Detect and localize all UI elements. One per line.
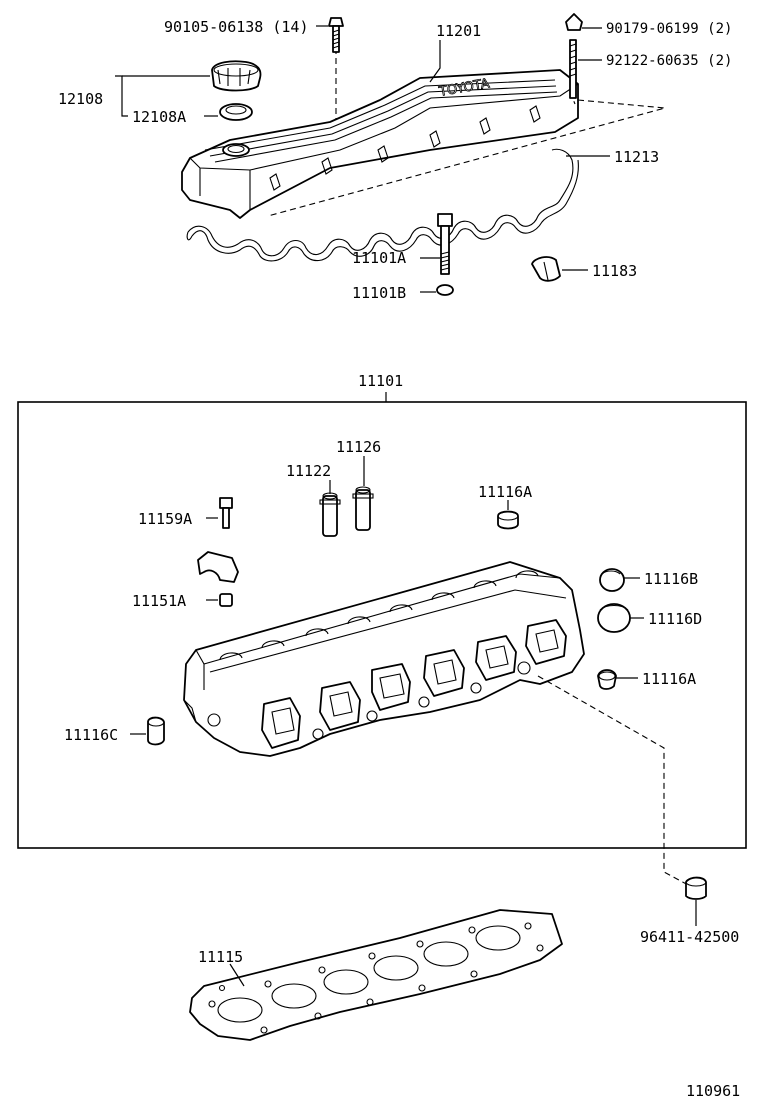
valve-cover (181, 69, 579, 219)
cam-cap-bolt (219, 497, 233, 529)
plug-96411 (685, 876, 707, 900)
label-11183: 11183 (592, 262, 637, 280)
plug-11116B (599, 568, 625, 592)
valve-guide-exhaust (352, 486, 374, 531)
label-92122: 92122-60635 (2) (606, 53, 732, 69)
label-12108A: 12108A (132, 108, 186, 126)
label-11116A-top: 11116A (478, 483, 532, 501)
label-90105: 90105-06138 (14) (164, 18, 309, 36)
cylinder-head-box (17, 401, 747, 849)
label-90179: 90179-06199 (2) (606, 21, 732, 37)
head-gasket (189, 909, 563, 1041)
label-11159A: 11159A (138, 510, 192, 528)
valve-cover-group: TOYOTA (181, 13, 666, 296)
label-11122: 11122 (286, 462, 331, 480)
label-12108: 12108 (58, 90, 103, 108)
plug-11116A-right (597, 669, 617, 690)
oil-filler-cap (211, 60, 262, 92)
cam-bearing-cap (197, 551, 239, 583)
cover-gasket (187, 148, 574, 257)
plug-11116D (597, 603, 631, 633)
label-11101B: 11101B (352, 284, 406, 302)
head-bolt-washer (436, 284, 454, 296)
label-96411: 96411-42500 (640, 928, 739, 946)
label-11116D: 11116D (648, 610, 702, 628)
cylinder-head (183, 561, 585, 757)
label-11115: 11115 (198, 948, 243, 966)
filler-cap-gasket (219, 103, 253, 121)
label-11151A: 11151A (132, 592, 186, 610)
diagram-number: 110961 (686, 1082, 740, 1100)
plug-11116C (147, 716, 165, 746)
label-11101: 11101 (358, 372, 403, 390)
label-11101A: 11101A (352, 249, 406, 267)
label-11213: 11213 (614, 148, 659, 166)
label-11116B: 11116B (644, 570, 698, 588)
label-11126: 11126 (336, 438, 381, 456)
label-11201: 11201 (436, 22, 481, 40)
label-11116A-right: 11116A (642, 670, 696, 688)
plug-top (497, 510, 519, 530)
valve-guide-intake (319, 492, 341, 537)
head-bolt (437, 213, 453, 275)
dowel-pin (219, 593, 233, 607)
cover-stud (565, 13, 583, 99)
label-11116C: 11116C (64, 726, 118, 744)
cover-bolt (328, 17, 344, 53)
